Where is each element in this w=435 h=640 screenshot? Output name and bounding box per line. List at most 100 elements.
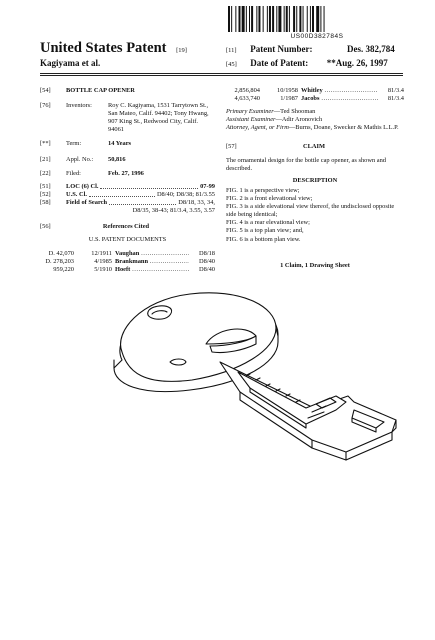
ref-class: 81/3.4	[387, 87, 404, 94]
filed-code: [22]	[40, 170, 51, 177]
barcode-bar	[296, 6, 298, 32]
invention-title: BOTTLE CAP OPENER	[66, 87, 135, 94]
ref-number: D. 42,070	[48, 250, 74, 257]
classification-block: [51] LOC (6) Cl. 07-99 [52] U.S. Cl. D8/…	[40, 183, 215, 215]
barcode-bar	[302, 6, 304, 32]
inventors-block: [76] Inventors: Roy C. Kagiyama, 1531 Tarr…	[40, 102, 215, 134]
refs-code: [56]	[40, 223, 51, 230]
dimple	[169, 358, 187, 366]
barcode-bar	[283, 6, 285, 32]
figure-item: FIG. 5 is a top plan view; and,	[226, 227, 304, 235]
claim-title-row: [57]CLAIM	[226, 143, 404, 151]
handle-end-tab	[351, 409, 385, 433]
reference-row: 959,220 5/1910 Hoeft …………………………………… D8/4…	[40, 266, 215, 274]
figure-item: FIG. 2 is a front elevational view;	[226, 195, 313, 203]
field-label: Field of Search	[66, 199, 108, 207]
attorney: Attorney, Agent, or Firm—Burns, Doane, S…	[226, 124, 399, 132]
loc-value: 07-99	[200, 183, 215, 190]
barcode-bar	[306, 6, 308, 32]
barcode-bar	[235, 6, 237, 32]
inventors-label: Inventors:	[66, 102, 92, 109]
us-row: [52] U.S. Cl. D8/40; D8/38; 81/3.55	[40, 191, 215, 199]
ref-class: D8/40	[199, 258, 215, 266]
barcode-bar	[276, 6, 278, 32]
refs-subtitle: U.S. PATENT DOCUMENTS	[88, 236, 167, 243]
date-row: [45] Date of Patent: **Aug. 26, 1997	[226, 58, 388, 68]
barcode-bar	[231, 6, 233, 32]
ref-name: Whitley ……………………………………	[301, 87, 378, 94]
cap-notch	[205, 328, 257, 354]
appl-value: 50,816	[108, 156, 126, 163]
reference-row: 4,633,740 1/1987 Jacobs …………………………………… 8…	[226, 95, 404, 103]
term-row: [**]Term:14 Years	[40, 140, 215, 148]
ref-number: 959,220	[53, 266, 74, 274]
bottle-opener-drawing	[113, 292, 397, 461]
claims-summary: 1 Claim, 1 Drawing Sheet	[280, 262, 350, 269]
barcode-bar	[249, 6, 250, 32]
field-row: [58] Field of Search D8/18, 33, 34,	[40, 199, 215, 207]
us-code: [52]	[40, 191, 51, 199]
term-label: Term:	[66, 140, 82, 147]
date-value: **Aug. 26, 1997	[326, 58, 388, 68]
appl-row: [21]Appl. No.:50,816	[40, 156, 215, 164]
filed-row: [22] Filed: Feb. 27, 1996	[40, 170, 215, 178]
barcode-bar	[316, 6, 320, 32]
inventors-line-1: Roy C. Kagiyama, 1531 Tarrytown St.,	[108, 102, 209, 109]
refs-title-row: [56] References Cited	[40, 223, 215, 231]
figures-list: FIG. 1 is a perspective view; FIG. 2 is …	[226, 187, 404, 244]
ref-class: D8/40	[199, 266, 215, 274]
inventor-line: Kagiyama et al.	[40, 58, 101, 68]
inventors-line-4: 94061	[108, 126, 124, 134]
barcode-number: US00D382784S	[290, 33, 344, 40]
barcode-bar	[228, 6, 230, 32]
ref-name: Brankmann ……………………………………	[115, 258, 189, 266]
handle-cutout	[237, 371, 347, 429]
appl-label: Appl. No.:	[66, 156, 94, 163]
us-value: D8/40; D8/38; 81/3.55	[156, 191, 215, 199]
barcode-bar	[266, 6, 268, 32]
barcode-bar	[323, 6, 325, 32]
right-refs-list: 2,856,804 10/1958 Whitley ………………………………………	[226, 87, 404, 103]
filed-value: Feb. 27, 1996	[108, 170, 144, 177]
header-rule-2	[40, 75, 403, 76]
barcode	[228, 6, 325, 32]
header-rule-1	[40, 73, 403, 74]
ref-date: 12/1911	[91, 250, 112, 257]
key-slot	[147, 305, 173, 320]
title-row-code: [54]	[40, 87, 51, 94]
field-value-2: D8/35, 38-43; 81/3.4, 3.55, 3.57	[132, 207, 215, 215]
patent-title-header: United States Patent [19]	[40, 40, 187, 57]
term-value: 14 Years	[108, 140, 132, 147]
refs-title: References Cited	[102, 223, 150, 230]
barcode-bar	[256, 6, 258, 32]
left-refs-list: D. 42,070 12/1911 Vaughan ………………………………………	[40, 250, 215, 274]
reference-row: D. 42,070 12/1911 Vaughan ………………………………………	[40, 250, 215, 258]
claim-title: CLAIM	[302, 143, 325, 150]
patent-number-label: Patent Number:	[250, 44, 313, 54]
loc-row: [51] LOC (6) Cl. 07-99	[40, 183, 215, 191]
reference-row: 2,856,804 10/1958 Whitley ………………………………………	[226, 87, 404, 95]
description-title: DESCRIPTION	[292, 177, 338, 184]
barcode-bar	[251, 6, 254, 32]
loc-label: LOC (6) Cl.	[66, 183, 99, 190]
barcode-bar	[268, 6, 271, 32]
ref-name: Vaughan ……………………………………	[115, 250, 189, 257]
barcode-bar	[278, 6, 282, 32]
field-code: [58]	[40, 199, 51, 207]
ref-name: Hoeft ……………………………………	[115, 266, 189, 274]
reference-row: D. 278,203 4/1985 Brankmann …………………………………	[40, 258, 215, 266]
barcode-bar	[238, 6, 241, 32]
inventors-code: [76]	[40, 102, 51, 109]
title-text: United States Patent	[40, 40, 167, 56]
ref-class: D8/18	[199, 250, 215, 257]
filed-label: Filed:	[66, 170, 81, 177]
ref-class: 81/3.4	[387, 95, 404, 103]
ref-date: 1/1987	[280, 95, 298, 103]
figure-item: FIG. 3 is a side elevational view thereo…	[226, 203, 395, 219]
barcode-bar	[258, 6, 261, 32]
ref-number: 2,856,804	[234, 87, 260, 94]
ref-name: Jacobs ……………………………………	[301, 95, 378, 103]
barcode-bar	[293, 6, 296, 32]
barcode-bar	[241, 6, 245, 32]
ref-date: 5/1910	[94, 266, 112, 274]
